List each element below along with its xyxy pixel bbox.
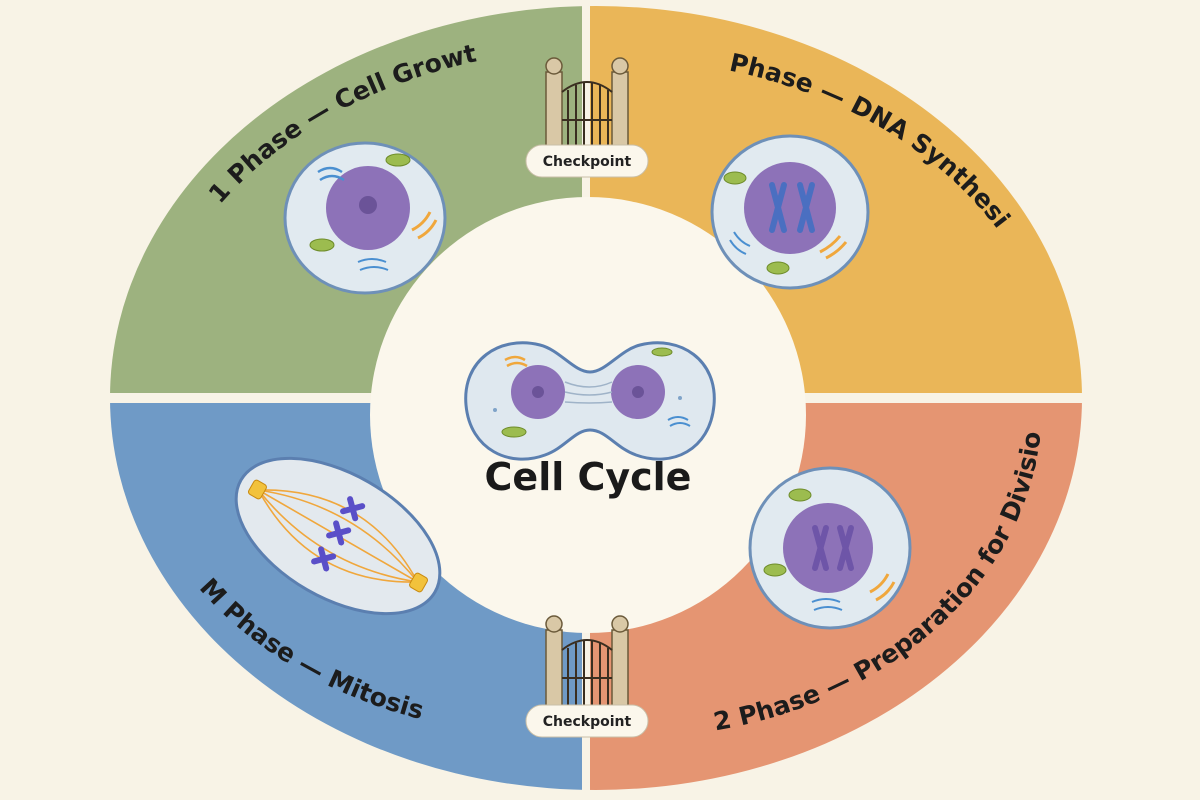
s-cell-illustration [710, 134, 870, 290]
m-phase-cell-illustration [234, 456, 442, 616]
checkpoint-top: Checkpoint [525, 57, 649, 178]
checkpoint-bottom-label: Checkpoint [543, 714, 632, 730]
gate-icon [545, 57, 629, 151]
checkpoint-bottom-badge [525, 704, 649, 738]
checkpoint-top-badge [525, 144, 649, 178]
checkpoint-top-label: Checkpoint [543, 154, 632, 170]
g1-cell-illustration [283, 141, 447, 295]
diagram-title: Cell Cycle [485, 455, 692, 499]
checkpoint-bottom: Checkpoint [525, 615, 649, 738]
g2-cell-illustration [748, 466, 912, 630]
dividing-cell-illustration [464, 341, 716, 461]
